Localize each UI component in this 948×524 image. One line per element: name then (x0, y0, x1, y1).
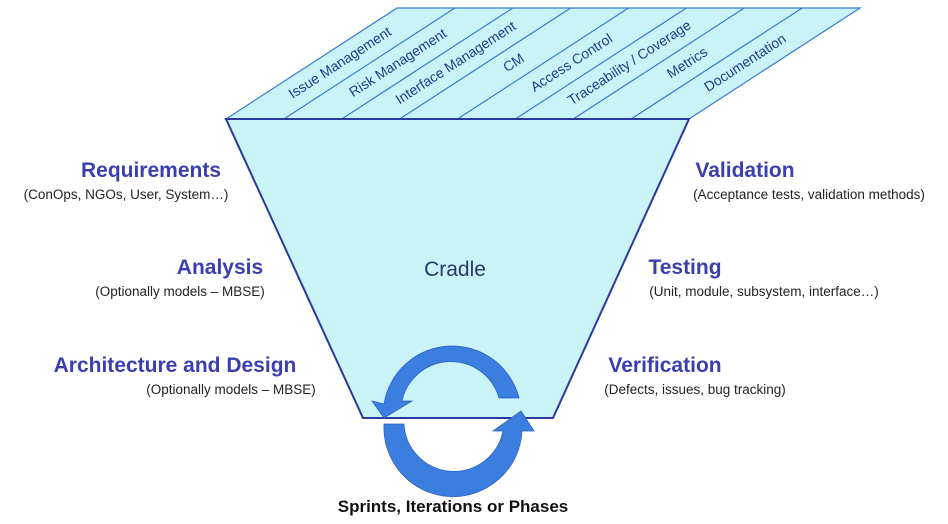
cycle-arrow-top (371, 345, 520, 419)
cycle-caption: Sprints, Iterations or Phases (338, 497, 569, 516)
phase-detail-analysis: (Optionally models – MBSE) (95, 284, 265, 299)
phase-title-analysis: Analysis (177, 256, 263, 279)
band-divider (283, 7, 456, 120)
phase-detail-requirements: (ConOps, NGOs, User, System…) (24, 187, 229, 202)
band-divider (341, 7, 514, 120)
band-dividers (283, 7, 803, 120)
cycle-arrows-icon (371, 345, 535, 497)
phase-detail-testing: (Unit, module, subsystem, interface…) (649, 284, 879, 299)
center-label: Cradle (424, 258, 486, 281)
band-divider (399, 7, 571, 120)
cradle-funnel (224, 118, 691, 419)
phase-title-verification: Verification (608, 354, 721, 377)
phase-title-testing: Testing (648, 256, 721, 279)
phase-title-validation: Validation (695, 159, 794, 182)
band-divider (457, 7, 629, 120)
band-divider (572, 7, 745, 120)
phase-detail-validation: (Acceptance tests, validation methods) (693, 187, 925, 202)
phase-detail-architecture-design: (Optionally models – MBSE) (146, 382, 316, 397)
phase-detail-verification: (Defects, issues, bug tracking) (604, 382, 786, 397)
band-divider (630, 7, 803, 120)
phase-title-architecture-design: Architecture and Design (54, 354, 297, 377)
band-divider (515, 7, 687, 120)
phase-title-requirements: Requirements (81, 159, 221, 182)
cycle-arrow-bottom (383, 410, 535, 497)
